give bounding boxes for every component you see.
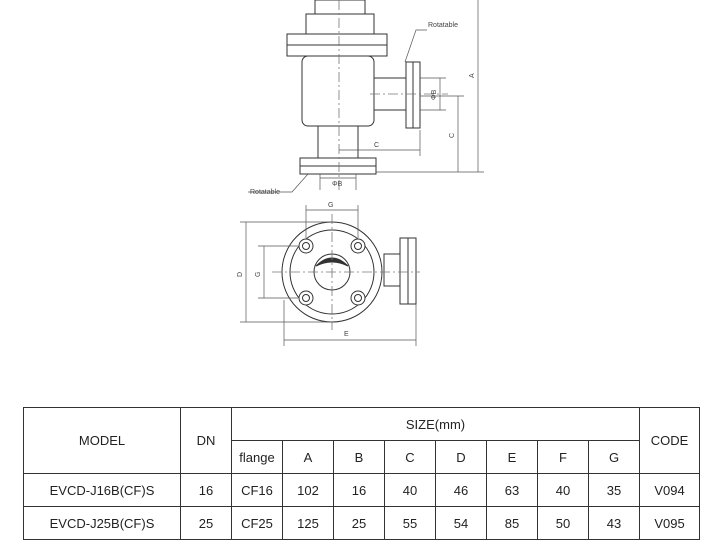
table-row: EVCD-J25B(CF)S 25 CF25 125 25 55 54 85 5… (23, 506, 700, 540)
cell-code: V094 (639, 473, 700, 507)
cell-f: 40 (537, 473, 589, 507)
top-view-dimensions (240, 205, 417, 346)
side-view-centerlines (338, 0, 448, 190)
label-dim-g-left: G (255, 272, 262, 277)
code-header: CODE (639, 407, 700, 474)
cell-code: V095 (639, 506, 700, 540)
cell-flange: CF16 (231, 473, 283, 507)
cell-d: 54 (435, 506, 487, 540)
cell-c: 55 (384, 506, 436, 540)
side-view-dimensions (248, 0, 484, 193)
cell-e: 63 (486, 473, 538, 507)
size-subheader-row: flange A B C D E F G (24, 440, 700, 474)
dn-header: DN (180, 407, 232, 474)
col-g: G (588, 440, 640, 474)
cell-dn: 25 (180, 506, 232, 540)
cell-a: 102 (282, 473, 334, 507)
dimension-labels: Rotatable Rotatable A ΦB C C ΦB G D G E (237, 22, 476, 338)
label-rotatable-top: Rotatable (428, 22, 458, 29)
side-view (286, 0, 421, 175)
cell-c: 40 (384, 473, 436, 507)
col-d: D (435, 440, 487, 474)
label-dim-e: E (344, 331, 349, 338)
label-dim-d: D (237, 272, 244, 277)
cell-b: 16 (333, 473, 385, 507)
col-c: C (384, 440, 436, 474)
cell-model: EVCD-J25B(CF)S (23, 506, 181, 540)
cell-a: 125 (282, 506, 334, 540)
label-dim-c-horizontal: C (374, 142, 379, 149)
label-dim-b-bottom: ΦB (332, 181, 343, 188)
size-header: SIZE(mm) (231, 407, 640, 441)
cell-flange: CF25 (231, 506, 283, 540)
cell-f: 50 (537, 506, 589, 540)
col-b: B (333, 440, 385, 474)
cell-dn: 16 (180, 473, 232, 507)
col-a: A (282, 440, 334, 474)
cell-d: 46 (435, 473, 487, 507)
model-header: MODEL (23, 407, 181, 474)
label-dim-a: A (469, 73, 476, 78)
valve-technical-drawing: Rotatable Rotatable A ΦB C C ΦB G D G E (237, 0, 484, 346)
table-row: EVCD-J16B(CF)S 16 CF16 102 16 40 46 63 4… (23, 473, 700, 507)
table-header-row: MODEL DN SIZE(mm) CODE (23, 407, 700, 474)
label-rotatable-bottom: Rotatable (250, 189, 280, 196)
label-dim-b-side: ΦB (431, 89, 438, 100)
cell-model: EVCD-J16B(CF)S (23, 473, 181, 507)
cell-g: 43 (588, 506, 640, 540)
spec-table: MODEL DN SIZE(mm) CODE flange A B C D E … (23, 407, 700, 540)
col-e: E (486, 440, 538, 474)
col-flange: flange (231, 440, 283, 474)
col-f: F (537, 440, 589, 474)
top-view-centerlines (272, 214, 420, 330)
cell-g: 35 (588, 473, 640, 507)
label-dim-c-vertical: C (449, 133, 456, 138)
label-dim-g-top: G (328, 202, 333, 209)
cell-b: 25 (333, 506, 385, 540)
cell-e: 85 (486, 506, 538, 540)
